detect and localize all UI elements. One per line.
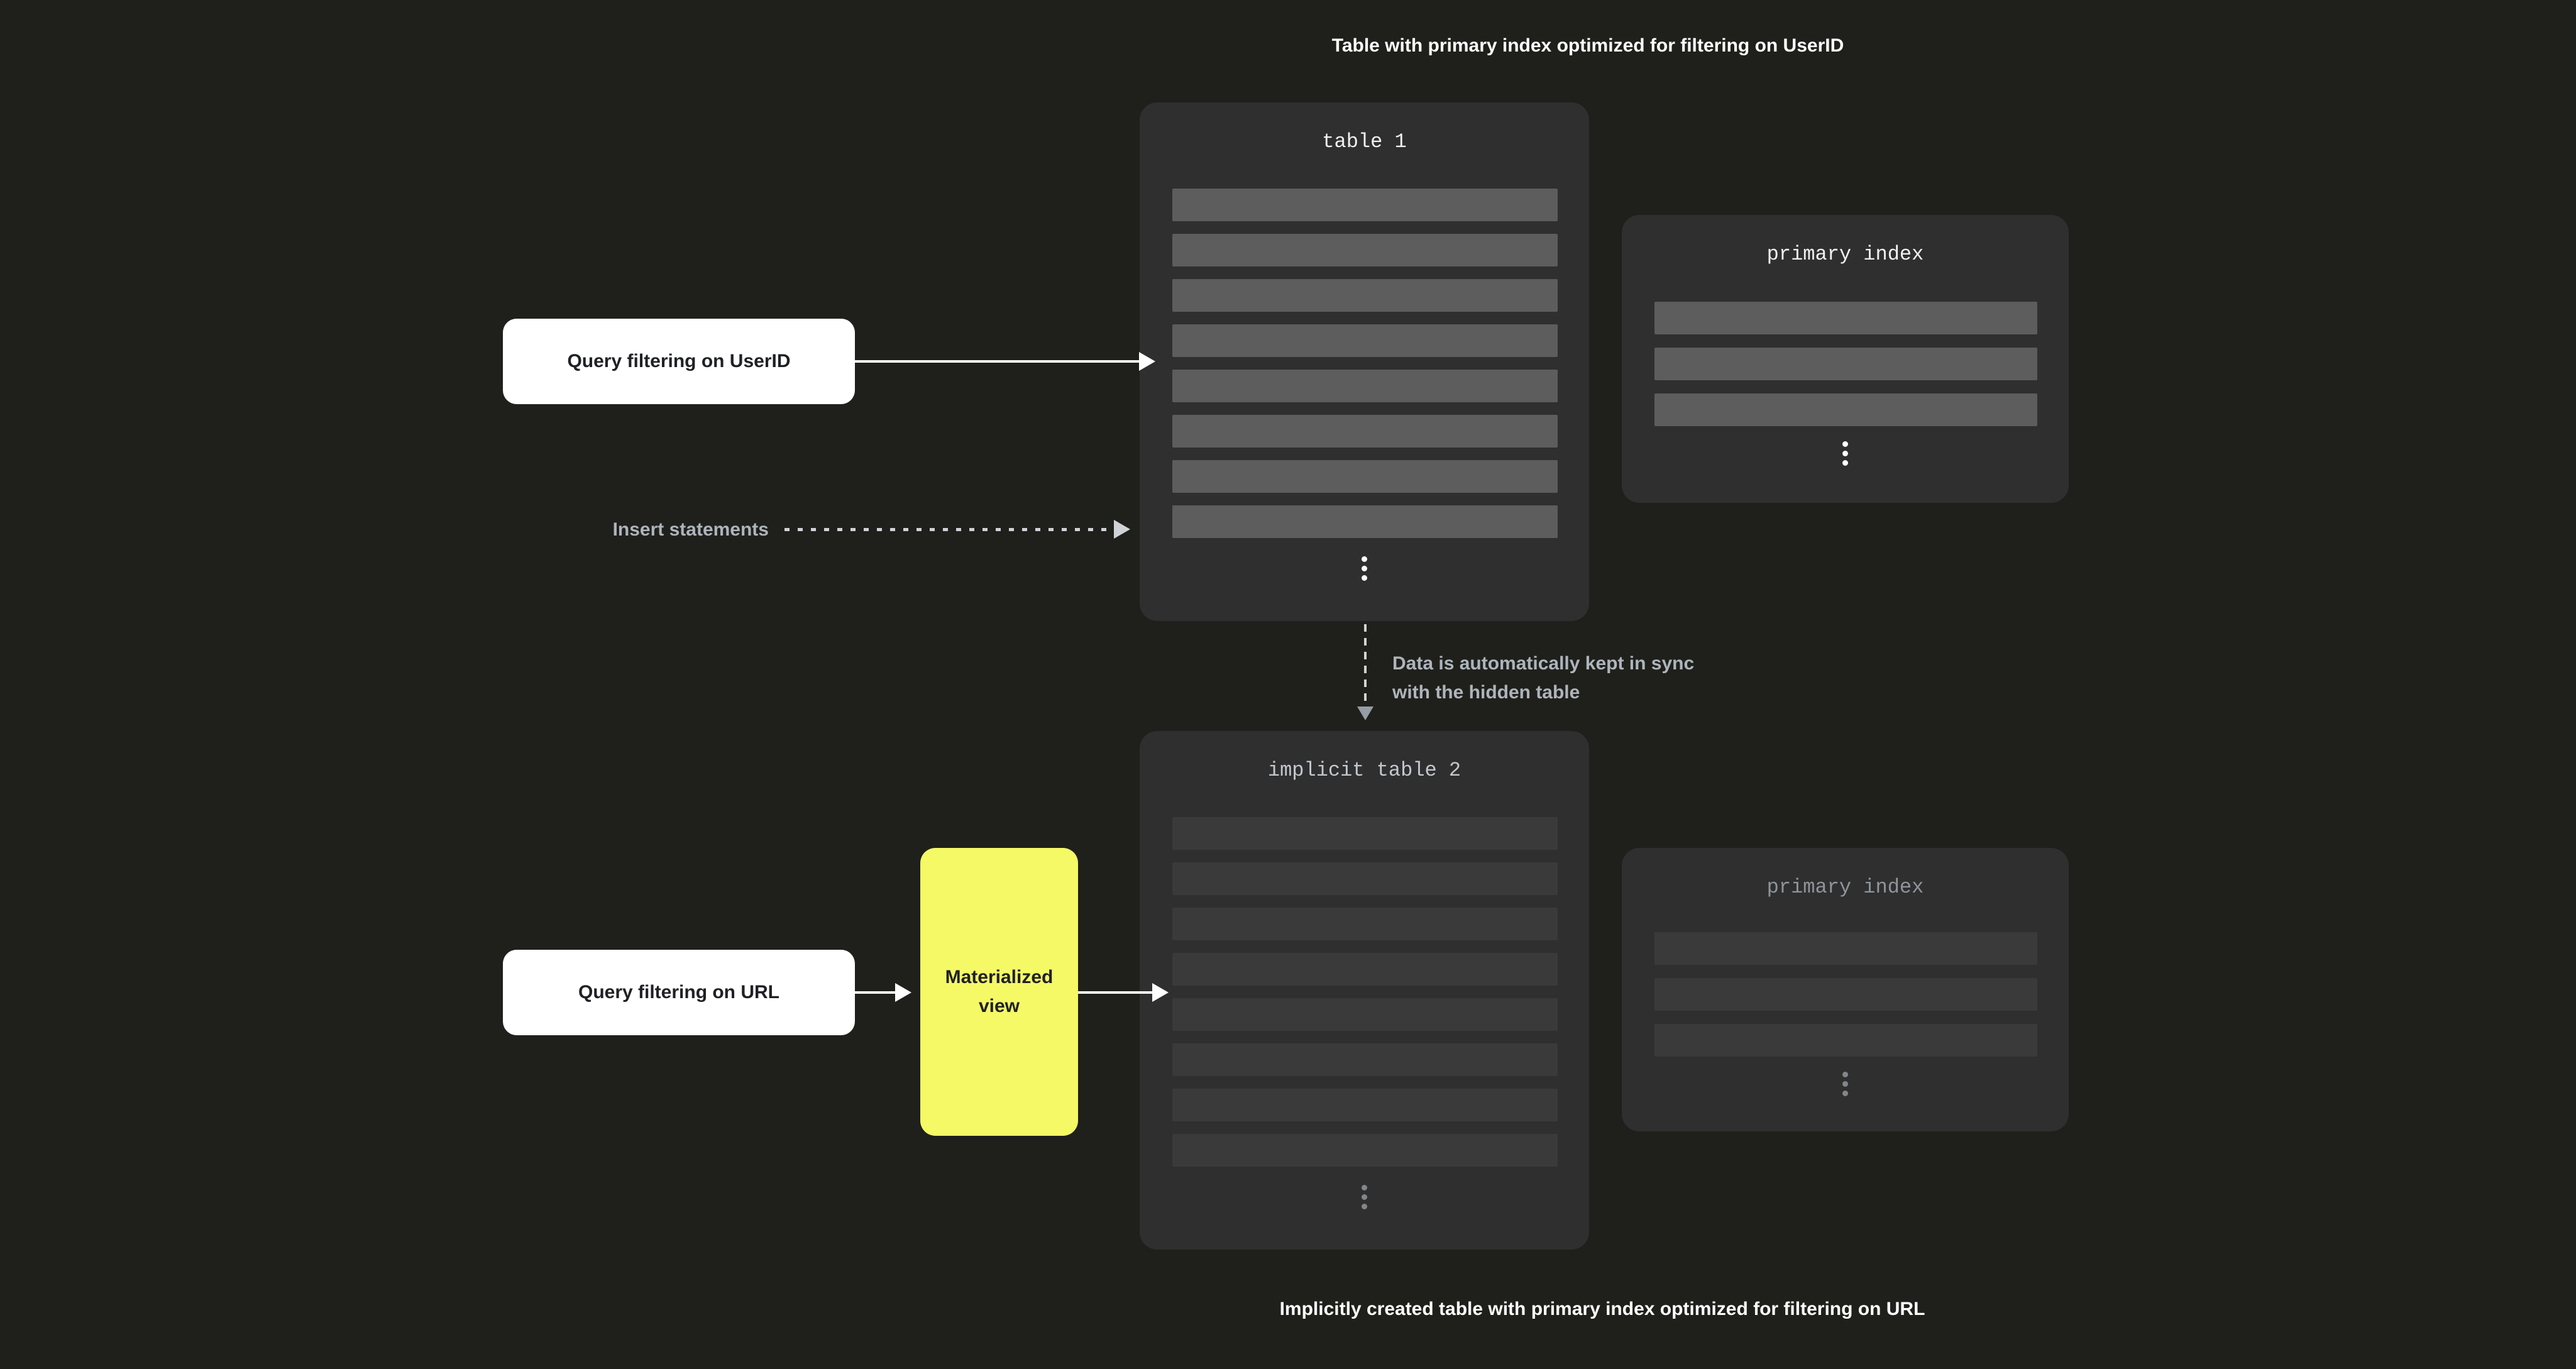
table-row-bar [1172,189,1558,221]
materialized-view-line1: Materialized [945,967,1054,987]
table-row-bar [1654,393,2037,426]
sync-note-line1: Data is automatically kept in sync [1392,653,1695,674]
arrow-query-userid-line [855,360,1139,363]
arrow-insert-head-icon [1114,520,1130,539]
arrow-sync-dashed-line [1364,624,1367,706]
table-row-bar [1172,953,1558,986]
arrow-materialized-view-line [1078,991,1152,994]
table-row-bar [1654,348,2037,380]
query-url-box: Query filtering on URL [503,950,855,1035]
caption-top: Table with primary index optimized for f… [1331,35,1844,56]
primary-index-top-row-stack [1654,302,2037,439]
panel-primary-index-top: primary index [1622,215,2069,503]
sync-note: Data is automatically kept in sync with … [1392,649,1694,707]
arrow-materialized-view-head-icon [1152,983,1169,1002]
table1-row-stack [1172,189,1558,551]
table-row-bar [1172,415,1558,448]
table-row-bar [1172,862,1558,895]
table-row-bar [1172,1089,1558,1121]
table-row-bar [1654,1024,2037,1057]
query-userid-label: Query filtering on UserID [567,351,791,371]
arrow-query-url-line [855,991,895,994]
arrow-sync-head-icon [1357,706,1373,720]
panel-implicit-table2: implicit table 2 [1140,731,1589,1250]
insert-statements-label: Insert statements [612,519,769,540]
arrow-query-userid-head-icon [1139,352,1155,371]
panel-primary-index-bottom: primary index [1622,848,2069,1131]
table-row-bar [1172,279,1558,312]
arrow-insert-dotted-line [784,528,1114,531]
primary-index-top-ellipsis-icon [1622,441,2069,466]
table-row-bar [1172,908,1558,940]
table-row-bar [1172,817,1558,850]
table-row-bar [1172,234,1558,267]
query-url-label: Query filtering on URL [578,982,779,1003]
materialized-view-box: Materialized view [920,848,1078,1136]
query-userid-box: Query filtering on UserID [503,319,855,404]
table-row-bar [1172,1043,1558,1076]
table-row-bar [1172,324,1558,357]
table-row-bar [1172,1134,1558,1167]
table1-ellipsis-icon [1140,556,1589,581]
sync-note-line2: with the hidden table [1392,682,1580,703]
table-row-bar [1172,998,1558,1031]
arrow-query-url-head-icon [895,983,911,1002]
table-row-bar [1172,505,1558,538]
primary-index-bottom-ellipsis-icon [1622,1072,2069,1096]
implicit-table2-title: implicit table 2 [1267,759,1461,782]
table-row-bar [1654,978,2037,1011]
table-row-bar [1172,370,1558,402]
primary-index-bottom-title: primary index [1766,876,1924,899]
panel-table1-title: table 1 [1322,130,1407,153]
table-row-bar [1654,302,2037,334]
caption-bottom: Implicitly created table with primary in… [1279,1299,1925,1319]
primary-index-bottom-row-stack [1654,932,2037,1070]
table-row-bar [1172,460,1558,493]
panel-table1: table 1 [1140,102,1589,621]
primary-index-top-title: primary index [1766,243,1924,266]
implicit-table2-row-stack [1172,817,1558,1179]
implicit-table2-ellipsis-icon [1140,1185,1589,1209]
materialized-view-line2: view [978,996,1020,1016]
table-row-bar [1654,932,2037,965]
